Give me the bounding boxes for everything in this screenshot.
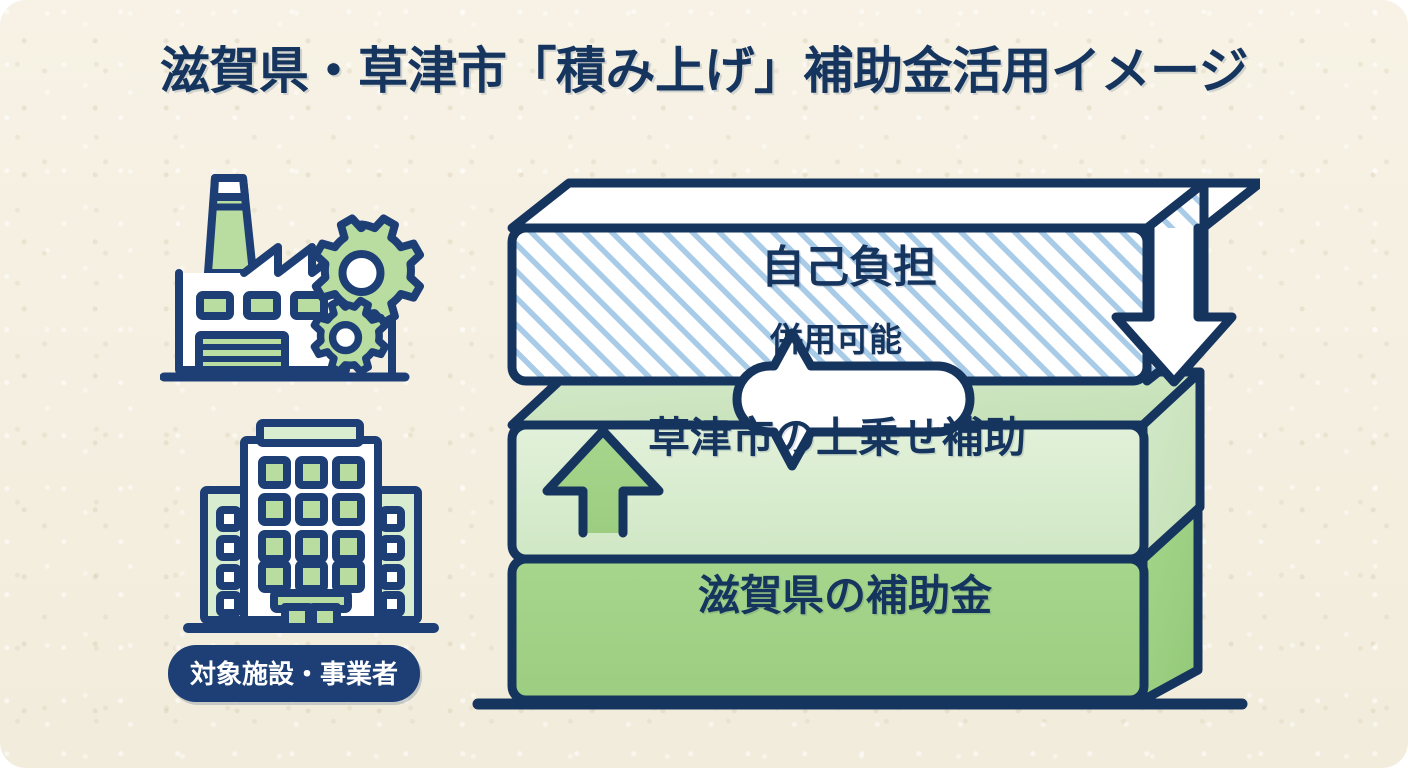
block-label-city-subsidy: 草津市の上乗せ補助 — [648, 414, 1027, 461]
block-self-burden — [507, 178, 1260, 387]
block-label-prefecture-subsidy: 滋賀県の補助金 — [698, 572, 993, 619]
block-label-self-burden: 自己負担 — [761, 243, 937, 292]
up-arrow — [542, 426, 664, 538]
page-title: 滋賀県・草津市「積み上げ」補助金活用イメージ — [160, 43, 1249, 99]
down-arrow — [1111, 223, 1237, 387]
callout-bubble — [732, 328, 975, 471]
subsidy-stack-diagram — [472, 178, 1260, 710]
office-building-icon — [183, 419, 439, 633]
factory-icon — [160, 174, 424, 382]
left-illustration-column — [160, 155, 450, 695]
target-audience-badge: 対象施設・事業者 — [168, 645, 421, 702]
callout-bubble-text: 併用可能 — [770, 321, 902, 358]
